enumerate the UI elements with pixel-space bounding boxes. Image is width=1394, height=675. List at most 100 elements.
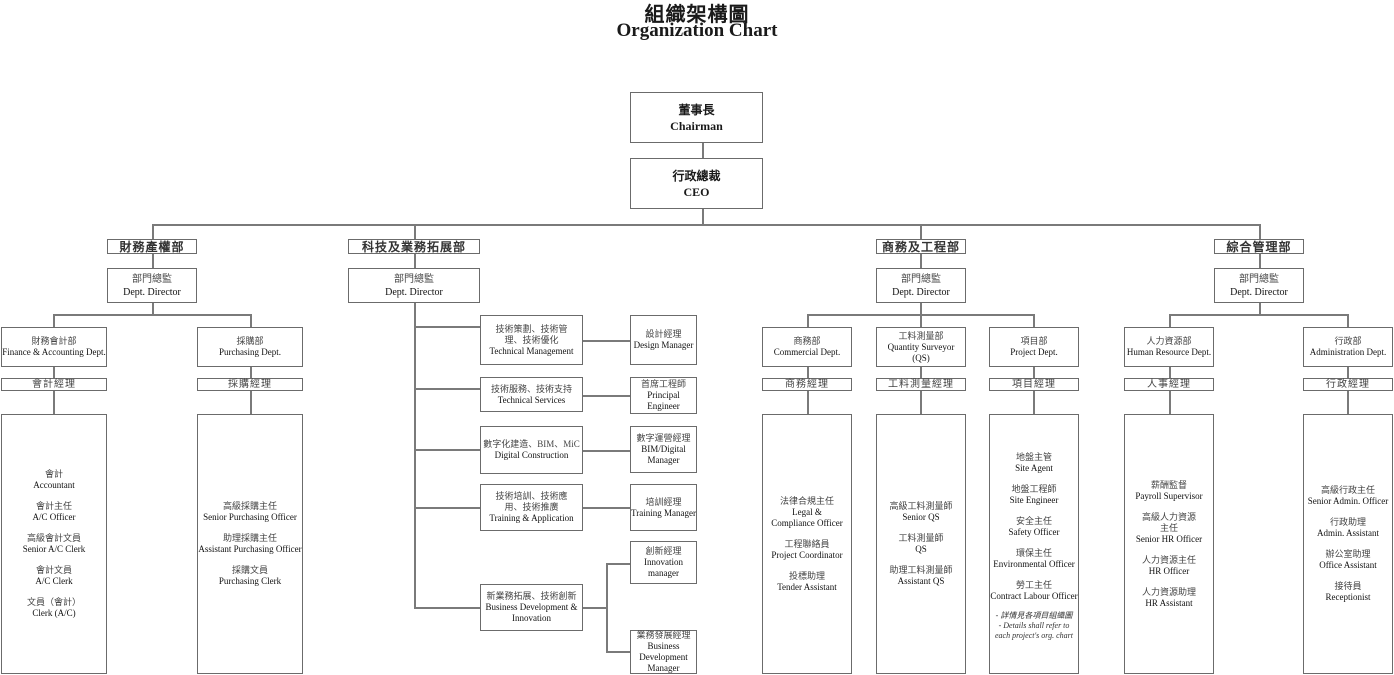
role-zh: 採購文員 <box>231 565 268 575</box>
ceo-box[interactable]: 行政總裁 CEO <box>630 158 763 209</box>
division-admin[interactable]: 綜合管理部 <box>1214 239 1304 254</box>
sub-zh: 行政部 <box>1334 336 1362 346</box>
sub-quantity-surveyor[interactable]: 工料測量部 Quantity Surveyor (QS) <box>876 327 966 367</box>
manager-innovation[interactable]: 創新經理 Innovation manager <box>630 541 697 584</box>
commercial-director-box[interactable]: 部門總監 Dept. Director <box>876 268 966 303</box>
connector-division-bus <box>152 224 1260 226</box>
manager-accounting[interactable]: 會計經理 <box>1 378 107 391</box>
tech-director-box[interactable]: 部門總監 Dept. Director <box>348 268 480 303</box>
role-en: Accountant <box>33 480 75 490</box>
division-tech[interactable]: 科技及業務拓展部 <box>348 239 480 254</box>
manager-zh: 數字運營經理 <box>636 433 691 443</box>
role-en: Assistant QS <box>897 576 945 586</box>
manager-hr[interactable]: 人事經理 <box>1124 378 1214 391</box>
role-zh: 投標助理 <box>788 570 825 581</box>
manager-commercial[interactable]: 商務經理 <box>762 378 852 391</box>
role-en: Payroll Supervisor <box>1135 490 1203 501</box>
role-zh: 會計主任 <box>35 501 72 511</box>
manager-purchasing[interactable]: 採購經理 <box>197 378 303 391</box>
role-zh: 地盤主管 <box>1015 452 1052 462</box>
manager-project[interactable]: 項目經理 <box>989 378 1079 391</box>
function-technical-services[interactable]: 技術服務、技術支持 Technical Services <box>480 377 583 412</box>
manager-training[interactable]: 培訓經理 Training Manager <box>630 484 697 531</box>
function-digital-construction[interactable]: 數字化建造、BIM、MiC Digital Construction <box>480 426 583 474</box>
admin-director-box[interactable]: 部門總監 Dept. Director <box>1214 268 1304 303</box>
manager-bim-digital[interactable]: 數字運營經理 BIM/Digital Manager <box>630 426 697 473</box>
role-zh: 工程聯絡員 <box>784 538 830 549</box>
role-zh: 行政助理 <box>1329 517 1366 527</box>
director-en: Dept. Director <box>1230 286 1288 298</box>
role-en: Office Assistant <box>1319 560 1377 570</box>
division-commercial[interactable]: 商務及工程部 <box>876 239 966 254</box>
connector <box>152 303 154 315</box>
manager-admin[interactable]: 行政經理 <box>1303 378 1393 391</box>
role-item: 文員（會計）Clerk (A/C) <box>27 597 81 619</box>
function-training-application[interactable]: 技術培訓、技術應用、技術推廣 Training & Application <box>480 484 583 531</box>
connector <box>414 303 416 608</box>
connector <box>583 395 630 397</box>
connector <box>414 449 480 451</box>
manager-zh: 首席工程師 <box>640 379 686 389</box>
role-zh: 地盤工程師 <box>1011 484 1057 494</box>
role-zh: 會計 <box>44 469 63 479</box>
role-en: Senior Admin. Officer <box>1307 496 1389 506</box>
sub-finance-accounting[interactable]: 財務會計部 Finance & Accounting Dept. <box>1 327 107 367</box>
connector <box>414 607 480 609</box>
manager-zh: 業務發展經理 <box>636 630 691 640</box>
connector <box>583 507 630 509</box>
manager-en: Innovation manager <box>644 557 683 578</box>
role-zh: 高級採購主任 <box>222 501 277 511</box>
note-zh: - 詳情見各項目組織圖 <box>995 611 1073 620</box>
connector-chairman-ceo <box>702 143 704 158</box>
role-en: HR Officer <box>1148 565 1190 576</box>
function-zh: 數字化建造、BIM、MiC <box>483 439 580 449</box>
manager-design[interactable]: 設計經理 Design Manager <box>630 315 697 365</box>
role-en: Legal & Compliance Officer <box>771 506 843 528</box>
director-en: Dept. Director <box>385 286 443 298</box>
sub-zh: 工料測量部 <box>898 330 944 341</box>
role-zh: 安全主任 <box>1015 516 1052 526</box>
manager-principal-engineer[interactable]: 首席工程師 Principal Engineer <box>630 377 697 414</box>
sub-human-resource[interactable]: 人力資源部 Human Resource Dept. <box>1124 327 1214 367</box>
role-zh: 高級工料測量師 <box>889 501 953 511</box>
function-technical-management[interactable]: 技術策劃、技術管理、技術優化 Technical Management <box>480 315 583 365</box>
ceo-en: CEO <box>683 184 710 199</box>
connector <box>583 607 607 609</box>
function-zh: 技術服務、技術支持 <box>490 383 572 394</box>
sub-en: Purchasing Dept. <box>219 347 281 357</box>
chart-title-en: Organization Chart <box>616 20 778 41</box>
sub-zh: 商務部 <box>793 336 821 346</box>
connector <box>583 450 630 452</box>
division-finance[interactable]: 財務產權部 <box>107 239 197 254</box>
manager-business-development[interactable]: 業務發展經理 Business Development Manager <box>630 630 697 674</box>
manager-zh: 創新經理 <box>645 546 682 556</box>
function-en: Training & Application <box>489 513 574 523</box>
sub-commercial[interactable]: 商務部 Commercial Dept. <box>762 327 852 367</box>
role-en: Senior QS <box>902 512 940 522</box>
function-business-development[interactable]: 新業務拓展、技術創新 Business Development & Innova… <box>480 584 583 631</box>
chairman-en: Chairman <box>670 118 723 133</box>
connector <box>920 303 922 315</box>
role-en: Project Coordinator <box>771 549 843 560</box>
connector <box>606 563 630 565</box>
connector <box>414 388 480 390</box>
role-zh: 薪酬監督 <box>1150 479 1187 490</box>
manager-qs[interactable]: 工料測量經理 <box>876 378 966 391</box>
sub-purchasing[interactable]: 採購部 Purchasing Dept. <box>197 327 303 367</box>
director-zh: 部門總監 <box>394 273 434 285</box>
finance-director-box[interactable]: 部門總監 Dept. Director <box>107 268 197 303</box>
chairman-box[interactable]: 董事長 Chairman <box>630 92 763 143</box>
sub-project[interactable]: 項目部 Project Dept. <box>989 327 1079 367</box>
sub-administration[interactable]: 行政部 Administration Dept. <box>1303 327 1393 367</box>
